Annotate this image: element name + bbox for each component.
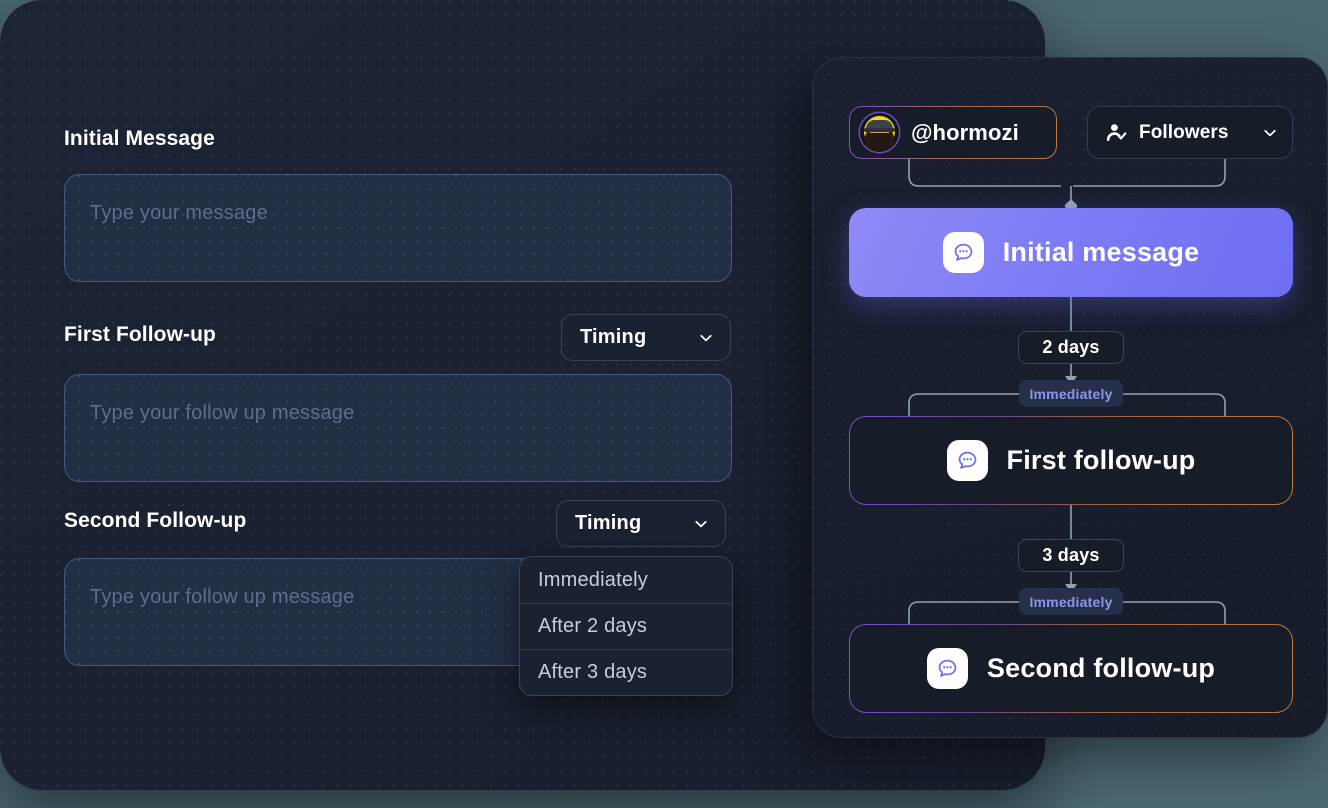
chat-bubble-icon	[942, 232, 984, 273]
person-check-icon	[1106, 122, 1128, 144]
condition-pill-immediately-2[interactable]: Immediately	[1019, 588, 1123, 615]
first-followup-label: First Follow-up	[64, 323, 216, 346]
account-chip[interactable]: @hormozi	[849, 106, 1057, 159]
initial-message-placeholder: Type your message	[90, 202, 268, 224]
audience-label: Followers	[1139, 121, 1229, 143]
flow-connectors	[908, 159, 1226, 624]
second-followup-placeholder: Type your follow up message	[90, 586, 355, 608]
chevron-down-icon	[693, 516, 709, 532]
first-followup-input[interactable]: Type your follow up message	[64, 374, 732, 482]
chevron-down-icon	[698, 330, 714, 346]
account-handle: @hormozi	[911, 119, 1019, 145]
second-followup-timing-select[interactable]: Timing	[556, 500, 726, 547]
flow-node-first-followup[interactable]: First follow-up	[849, 416, 1293, 505]
delay-pill-3-days[interactable]: 3 days	[1018, 539, 1124, 572]
timing-option-immediately[interactable]: Immediately	[538, 568, 649, 591]
automation-flow-panel: @hormozi Followers	[812, 57, 1328, 738]
avatar	[860, 113, 899, 152]
second-followup-timing-value: Timing	[575, 512, 642, 534]
flow-node-label: First follow-up	[1006, 445, 1196, 475]
delay-pill-2-days[interactable]: 2 days	[1018, 331, 1124, 364]
first-followup-timing-value: Timing	[580, 326, 647, 348]
timing-dropdown-menu[interactable]: Immediately After 2 days After 3 days	[519, 556, 733, 696]
timing-option-after-3-days[interactable]: After 3 days	[520, 649, 732, 695]
flow-node-label: Initial message	[1002, 237, 1200, 267]
flow-node-initial-message[interactable]: Initial message	[849, 208, 1293, 297]
first-followup-placeholder: Type your follow up message	[90, 402, 355, 424]
initial-message-label: Initial Message	[64, 127, 215, 150]
chevron-down-icon	[1262, 125, 1278, 141]
flow-node-second-followup[interactable]: Second follow-up	[849, 624, 1293, 713]
flow-canvas: Initial message 2 days Immediately First…	[813, 58, 1327, 737]
second-followup-label: Second Follow-up	[64, 509, 247, 532]
initial-message-input[interactable]: Type your message	[64, 174, 732, 282]
chat-bubble-icon	[926, 648, 968, 689]
flow-node-label: Second follow-up	[986, 653, 1216, 683]
condition-pill-immediately-1[interactable]: Immediately	[1019, 380, 1123, 407]
audience-select[interactable]: Followers	[1087, 106, 1293, 159]
first-followup-timing-select[interactable]: Timing	[561, 314, 731, 361]
chat-bubble-icon	[946, 440, 988, 481]
timing-option-after-2-days[interactable]: After 2 days	[520, 603, 732, 649]
